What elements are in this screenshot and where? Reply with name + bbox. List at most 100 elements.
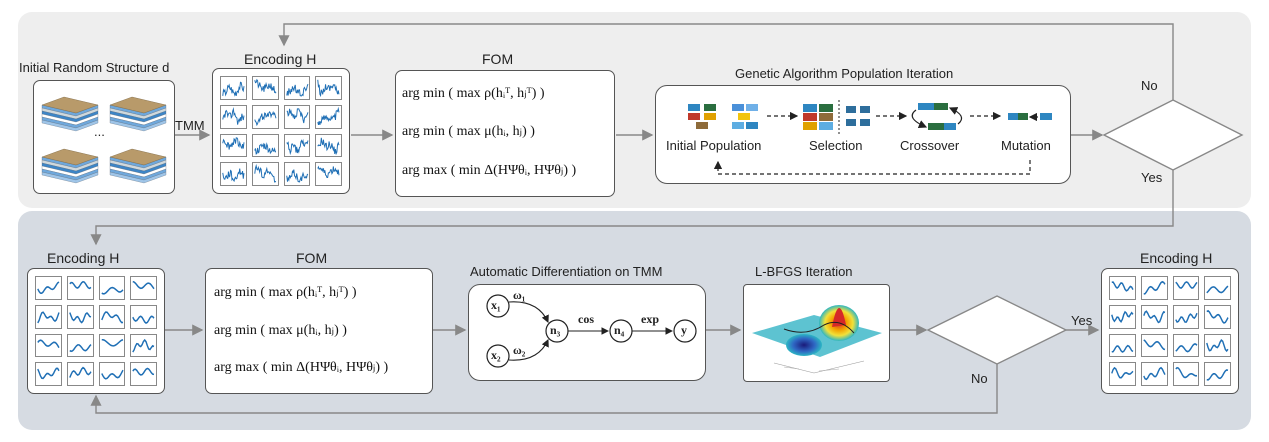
encoding-label-bottom: Encoding H [47,250,120,266]
spectrum-thumbnail [251,104,279,129]
spectrum-thumbnail [1172,333,1200,358]
spectrum-thumbnail [1204,362,1231,386]
node-n3-label: n₃ [550,323,561,337]
edge-cos-label: cos [578,312,594,326]
spectrum-thumbnail [66,362,94,386]
fom-line-3-top: arg max ( min Δ(HΨθᵢ, HΨθⱼ) ) [402,163,577,178]
node-x1-label: x₁ [491,298,501,312]
encoding-label-top: Encoding H [244,51,317,67]
node-n4-label: n₄ [614,323,625,337]
spectrum-thumbnail [130,276,157,300]
spectrum-thumbnail [1109,276,1136,300]
spectrum-thumbnail [130,333,157,358]
spectrum-thumbnail [1109,362,1136,386]
film-stack-icon [109,148,167,184]
spectrum-thumbnail [1172,276,1200,300]
ad-box [468,284,706,381]
no-label-top: No [1141,78,1158,93]
ga-step-initial-population: Initial Population [666,138,762,153]
ga-step-selection: Selection [809,138,863,153]
spectrum-thumbnail [251,76,279,100]
fom-box-top: arg min ( max ρ(hᵢᵀ, hⱼᵀ) ) arg min ( ma… [395,70,615,197]
edge-omega1-label: ω₁ [513,288,526,302]
spectrum-thumbnail [283,104,311,129]
encoding-matrix-output [1101,268,1239,394]
spectrum-thumbnail [283,76,311,100]
lbfgs-box [743,284,890,382]
ga-box: Initial Population Selection Crossover M… [655,85,1071,184]
spectrum-thumbnail [35,333,62,358]
spectrum-thumbnail [251,133,279,158]
fom-line-3-bottom: arg max ( min Δ(HΨθᵢ, HΨθⱼ) ) [214,360,389,375]
film-stack-icon [109,96,167,132]
encoding-grid-top [220,76,342,186]
node-y-label: y [681,323,687,337]
spectrum-thumbnail [66,276,94,300]
ga-step-crossover: Crossover [900,138,960,153]
encoding-label-output: Encoding H [1140,250,1213,266]
spectrum-thumbnail [98,333,126,358]
spectrum-thumbnail [283,162,311,186]
spectrum-thumbnail [66,304,94,329]
spectrum-thumbnail [1140,276,1168,300]
spectrum-thumbnail [1109,304,1136,329]
ga-title: Genetic Algorithm Population Iteration [735,66,954,81]
spectrum-thumbnail [98,304,126,329]
spectrum-thumbnail [1204,276,1231,300]
tmm-label: TMM [175,118,205,133]
fom-title-bottom: FOM [296,250,328,266]
film-stack-icon [41,148,99,184]
spectrum-thumbnail [1109,333,1136,358]
spectrum-thumbnail [283,133,311,158]
spectrum-thumbnail [220,76,247,100]
yes-label-bottom: Yes [1071,313,1093,328]
spectrum-thumbnail [130,362,157,386]
spectrum-thumbnail [35,362,62,386]
spectrum-thumbnail [35,276,62,300]
initial-structure-label: Initial Random Structure d [19,60,170,75]
spectrum-thumbnail [315,133,342,158]
spectrum-thumbnail [1140,333,1168,358]
yes-label-top: Yes [1141,170,1163,185]
spectrum-thumbnail [220,162,247,186]
fom-line-2-bottom: arg min ( max μ(hᵢ, hⱼ) ) [214,323,347,338]
no-label-bottom: No [971,371,988,386]
spectrum-thumbnail [1140,304,1168,329]
encoding-grid-bottom [35,276,157,386]
spectrum-thumbnail [220,104,247,129]
ga-step-mutation: Mutation [1001,138,1051,153]
spectrum-thumbnail [130,304,157,329]
edge-exp-label: exp [641,312,659,326]
spectrum-thumbnail [1204,304,1231,329]
spectrum-thumbnail [1172,304,1200,329]
spectrum-thumbnail [1140,362,1168,386]
spectrum-thumbnail [1204,333,1231,358]
node-x2-label: x₂ [491,348,501,362]
encoding-grid-output [1109,276,1231,386]
fom-line-1-bottom: arg min ( max ρ(hᵢᵀ, hⱼᵀ) ) [214,285,357,300]
spectrum-thumbnail [220,133,247,158]
fom-box-bottom: arg min ( max ρ(hᵢᵀ, hⱼᵀ) ) arg min ( ma… [205,268,433,394]
spectrum-thumbnail [251,162,279,186]
fom-title-top: FOM [482,51,514,67]
encoding-matrix-bottom [27,268,165,394]
edge-omega2-label: ω₂ [513,343,526,357]
spectrum-thumbnail [315,76,342,100]
spectrum-thumbnail [315,104,342,129]
fom-line-1-top: arg min ( max ρ(hᵢᵀ, hⱼᵀ) ) [402,86,545,101]
converge-label-top: Converge? [1131,123,1195,138]
film-stack-icon [41,96,99,132]
spectrum-thumbnail [35,304,62,329]
spectrum-thumbnail [315,162,342,186]
spectrum-thumbnail [1172,362,1200,386]
converge-label-bottom: Converge? [960,325,1024,340]
spectrum-thumbnail [66,333,94,358]
spectrum-thumbnail [98,362,126,386]
spectrum-thumbnail [98,276,126,300]
ellipsis: ... [94,124,105,139]
ad-title: Automatic Differentiation on TMM [470,264,663,279]
fom-line-2-top: arg min ( max μ(hᵢ, hⱼ) ) [402,124,535,139]
lbfgs-title: L-BFGS Iteration [755,264,853,279]
encoding-matrix-top [212,68,350,194]
surface-plot-icon [752,305,882,374]
